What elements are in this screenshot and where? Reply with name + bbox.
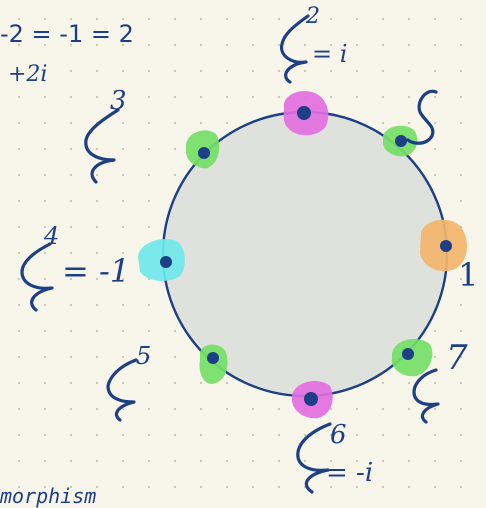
zeta-glyph-zeta (406, 89, 438, 145)
note-bottom-fragment: morphism (0, 484, 97, 508)
zeta-glyph-zeta-4 (20, 242, 54, 312)
zeta-glyph-zeta-2 (280, 14, 310, 84)
zeta-glyph-zeta-6 (296, 422, 332, 494)
root-dot-1 (440, 240, 452, 252)
root-label-zeta-6-power: 6 (330, 420, 347, 450)
zeta-glyph-zeta-5 (106, 358, 138, 422)
root-dot-zeta-3 (198, 147, 210, 159)
zeta-glyphs (20, 14, 440, 494)
note-line-1: -2 = -1 = 2 (0, 20, 134, 48)
root-label-zeta-5-power: 5 (136, 342, 152, 370)
root-label-zeta-2-power: 2 (306, 4, 320, 29)
root-dot-zeta-2 (297, 106, 311, 120)
root-label-1-value: 1 (458, 256, 479, 294)
root-dot-zeta-7 (402, 348, 414, 360)
root-label-zeta-2-value: = i (312, 40, 348, 68)
root-dots (160, 106, 452, 406)
root-dot-zeta-6 (304, 392, 318, 406)
note-line-2: +2i (8, 62, 48, 87)
root-label-zeta-6-value: = -i (326, 458, 374, 488)
root-dot-zeta-4 (160, 256, 172, 268)
root-dot-zeta (395, 135, 407, 147)
zeta-glyph-zeta-7 (412, 368, 440, 424)
highlight-zeta-5 (199, 344, 228, 384)
zeta-glyph-zeta-3 (84, 108, 120, 184)
root-dot-zeta-5 (207, 352, 219, 364)
root-label-zeta-7-power: 7 (446, 338, 468, 378)
root-label-zeta-4-power: 4 (44, 222, 60, 250)
root-label-zeta-4-value: = -1 (62, 252, 131, 290)
root-label-zeta-3-power: 3 (110, 86, 127, 116)
